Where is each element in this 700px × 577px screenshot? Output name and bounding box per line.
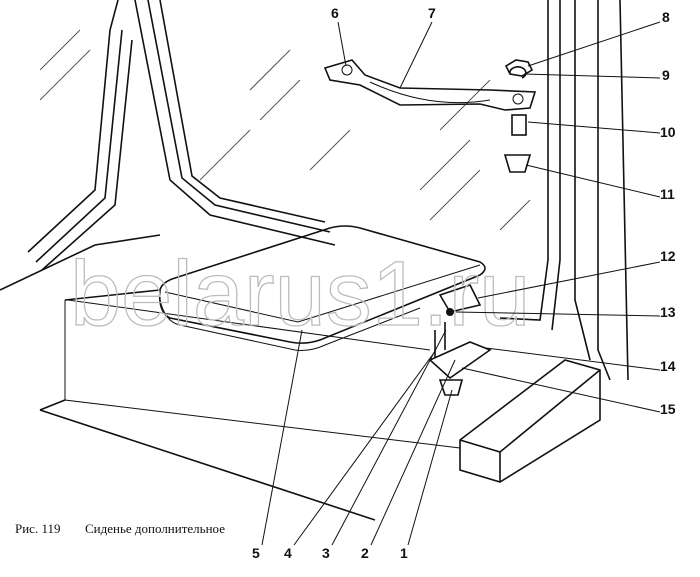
callout-13: 13: [660, 304, 676, 320]
callout-10: 10: [660, 124, 676, 140]
callout-5: 5: [252, 545, 260, 561]
figure-number: Рис. 119: [15, 521, 60, 536]
callout-1: 1: [400, 545, 408, 561]
callout-12: 12: [660, 248, 676, 264]
seat-cushion: [158, 225, 486, 351]
watermark: belarus1.ru: [70, 243, 530, 345]
box: [459, 359, 601, 483]
parts: [323, 59, 537, 396]
callout-8: 8: [662, 9, 670, 25]
callout-9: 9: [662, 67, 670, 83]
leader-lines: [261, 21, 661, 546]
callout-14: 14: [660, 358, 676, 374]
callout-3: 3: [322, 545, 330, 561]
callout-6: 6: [331, 5, 339, 21]
figure-title: Сиденье дополнительное: [85, 521, 225, 536]
callout-4: 4: [284, 545, 292, 561]
callout-7: 7: [428, 5, 436, 21]
platform: [0, 234, 461, 521]
callout-11: 11: [660, 186, 675, 202]
callout-15: 15: [660, 401, 676, 417]
callout-2: 2: [361, 545, 369, 561]
cab-window-frame: [27, 0, 629, 381]
